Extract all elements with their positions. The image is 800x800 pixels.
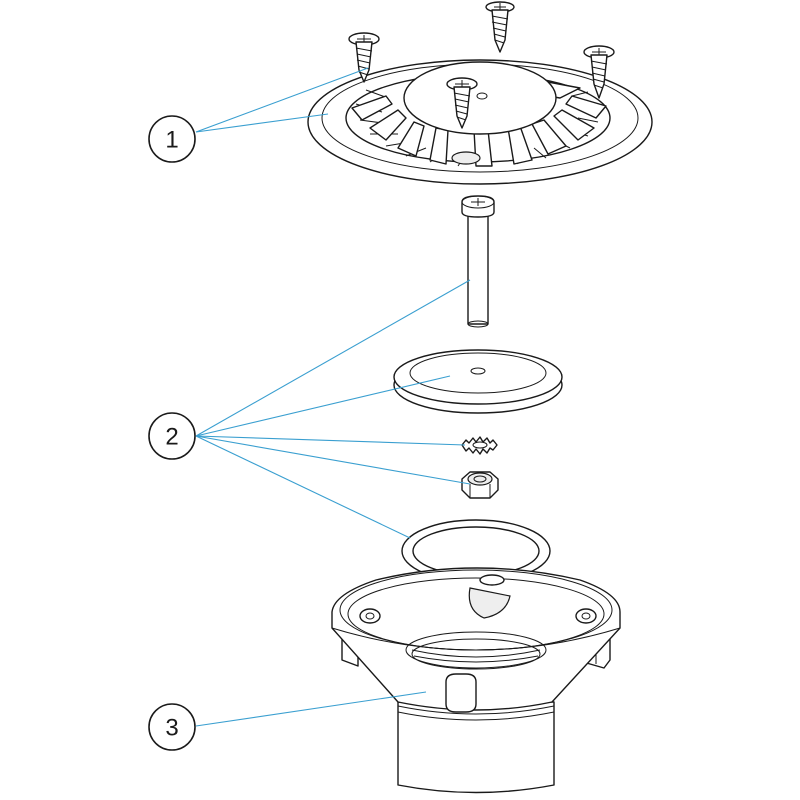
screw-center: [446, 77, 478, 129]
callout-1-label: 1: [165, 127, 178, 154]
leader-lines: [195, 67, 471, 727]
valve-disc: [393, 349, 563, 414]
screw-left: [348, 32, 380, 83]
bolt: [461, 195, 495, 328]
callout-1: 1: [148, 115, 196, 163]
lock-washer: [461, 436, 498, 455]
screw-right: [583, 45, 615, 99]
hex-nut: [461, 471, 499, 499]
screw-top: [485, 1, 515, 53]
callout-3: 3: [148, 703, 196, 751]
o-ring: [401, 519, 551, 583]
drain-body: [331, 567, 621, 794]
cover-grate: [307, 59, 653, 185]
callout-2-label: 2: [165, 424, 178, 451]
callout-3-label: 3: [165, 715, 178, 742]
callout-2: 2: [148, 412, 196, 460]
